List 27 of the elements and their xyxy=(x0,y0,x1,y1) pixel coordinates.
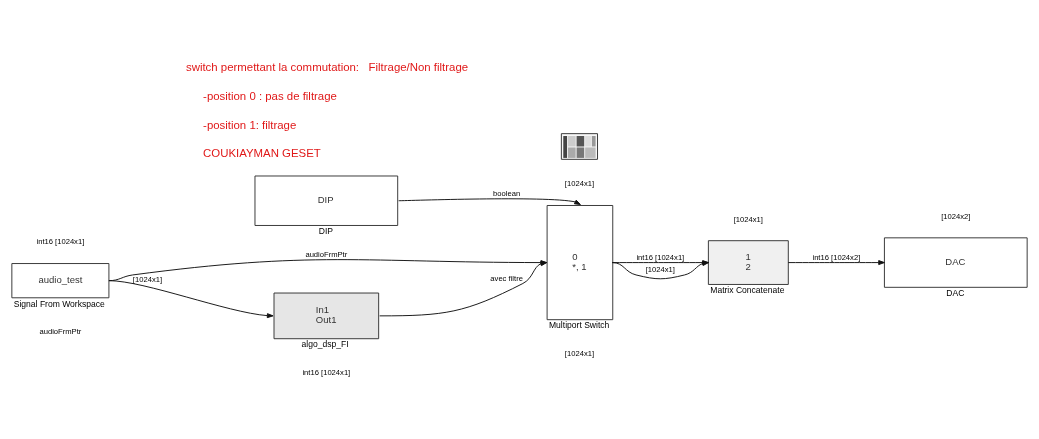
node-label: algo_dsp_FI xyxy=(301,338,349,349)
node-label: Multiport Switch xyxy=(549,319,610,330)
label: audioFrmPtr xyxy=(39,326,82,336)
label: int16 [1024x1] xyxy=(36,236,85,246)
edge-label: int16 [1024x2] xyxy=(812,252,861,262)
node-label: DAC xyxy=(946,287,965,298)
label: COUKIAYMAN GESET xyxy=(203,146,321,159)
edge-label: audioFrmPtr xyxy=(305,249,348,259)
edge-label: [1024x1] xyxy=(132,274,163,284)
label: [1024x2] xyxy=(941,211,971,221)
edge-label: boolean xyxy=(493,188,521,198)
label: [1024x1] xyxy=(564,348,595,358)
label: [1024x1] xyxy=(733,214,763,224)
label: -position 1: filtrage xyxy=(203,118,297,131)
node-label: Signal From Workspace xyxy=(13,298,105,309)
label: [1024x1] xyxy=(564,178,595,188)
label: -position 0 : pas de filtrage xyxy=(203,89,337,102)
edge-label: int16 [1024x1] xyxy=(636,252,685,262)
arrow xyxy=(398,197,581,205)
node-label: Matrix Concatenate xyxy=(710,284,785,295)
node-label: DIP xyxy=(318,225,333,236)
edge-label: [1024x1] xyxy=(645,264,675,274)
label: int16 [1024x1] xyxy=(302,367,351,377)
edge-label: avec filtre xyxy=(490,273,523,283)
label: switch permettant la commutation: Filtrage/Non filtrage xyxy=(185,60,469,73)
arrow xyxy=(787,259,885,265)
arrow xyxy=(108,279,274,318)
